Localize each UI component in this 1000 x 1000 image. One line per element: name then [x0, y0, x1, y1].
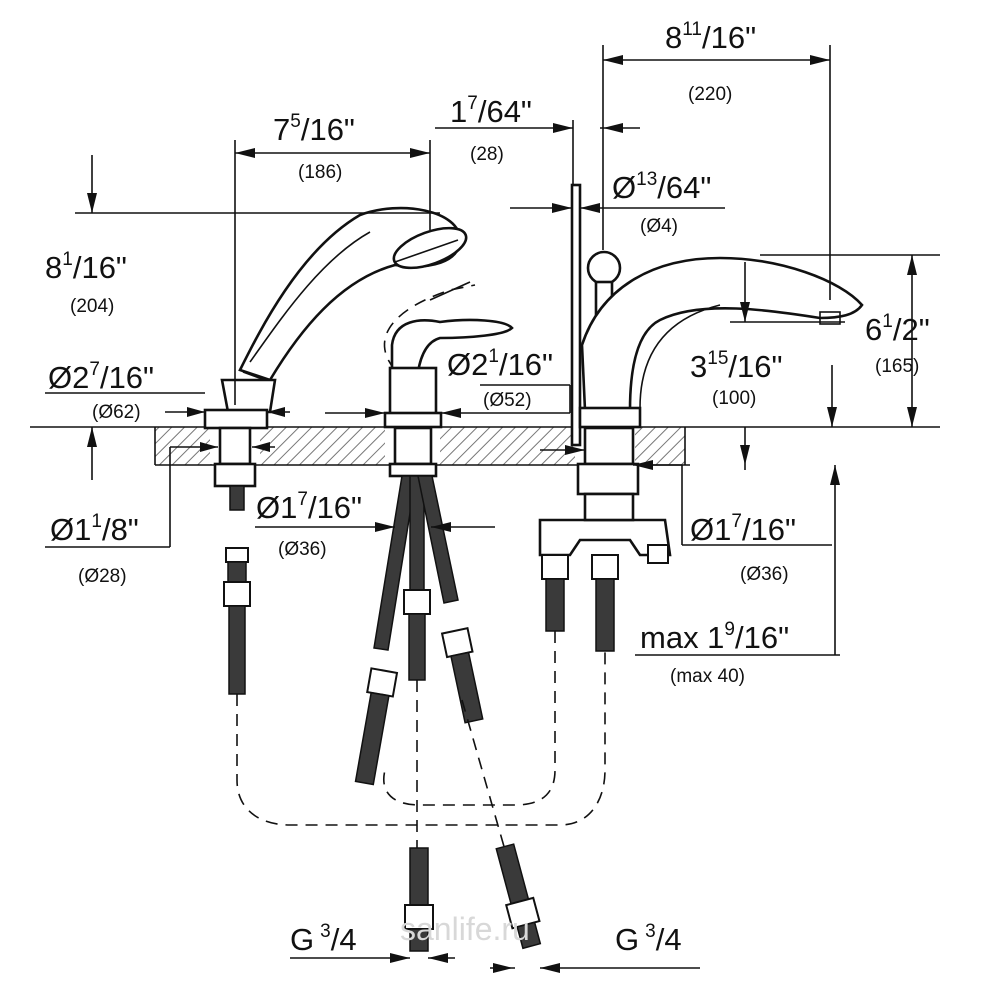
- svg-text:Ø21/16": Ø21/16": [447, 346, 553, 382]
- supply-hoses: [404, 843, 542, 952]
- svg-text:(165): (165): [875, 356, 919, 377]
- dim-deck-thickness: max 19/16" (max 40): [640, 619, 789, 687]
- dim-mixer-hole: Ø17/16" (Ø36): [256, 489, 362, 560]
- svg-text:max 19/16": max 19/16": [640, 619, 789, 655]
- svg-text:315/16": 315/16": [690, 348, 783, 384]
- dim-mixer-base: Ø21/16" (Ø52): [447, 346, 553, 411]
- mixer-assembly: [354, 281, 514, 786]
- spout-assembly: [538, 183, 864, 652]
- svg-text:(max 40): (max 40): [670, 666, 745, 687]
- svg-text:G3/4: G3/4: [615, 921, 682, 957]
- deck-section: [30, 426, 940, 466]
- dim-spout-height: 61/2" (165): [865, 311, 930, 377]
- dim-spout-hole: Ø17/16" (Ø36): [690, 511, 796, 585]
- svg-text:(220): (220): [688, 84, 732, 105]
- dim-handshower-hole: Ø11/8" (Ø28): [50, 511, 139, 587]
- svg-text:Ø27/16": Ø27/16": [48, 359, 154, 395]
- svg-text:Ø11/8": Ø11/8": [50, 511, 139, 547]
- hose-routes: [236, 631, 606, 851]
- svg-text:811/16": 811/16": [665, 19, 756, 55]
- dim-handshower-base: Ø27/16" (Ø62): [48, 359, 154, 423]
- svg-text:Ø17/16": Ø17/16": [256, 489, 362, 525]
- dim-spout-outlet: 315/16" (100): [690, 348, 783, 409]
- dim-mixer-offset: 17/64" (28): [450, 93, 532, 165]
- svg-text:(100): (100): [712, 388, 756, 409]
- svg-text:(204): (204): [70, 296, 114, 317]
- svg-text:G3/4: G3/4: [290, 921, 357, 957]
- dim-rod-diameter: Ø13/64" (Ø4): [612, 169, 711, 237]
- svg-text:17/64": 17/64": [450, 93, 532, 129]
- svg-text:(Ø52): (Ø52): [483, 390, 532, 411]
- svg-text:(Ø62): (Ø62): [92, 402, 141, 423]
- dim-spout-reach: 811/16" (220): [665, 19, 756, 105]
- svg-text:81/16": 81/16": [45, 249, 127, 285]
- svg-text:(Ø36): (Ø36): [740, 564, 789, 585]
- svg-text:(28): (28): [470, 144, 504, 165]
- svg-text:(186): (186): [298, 162, 342, 183]
- dimension-lines: [45, 45, 940, 973]
- watermark: sanlife.ru: [400, 911, 530, 947]
- svg-text:61/2": 61/2": [865, 311, 930, 347]
- svg-text:Ø17/16": Ø17/16": [690, 511, 796, 547]
- svg-text:(Ø36): (Ø36): [278, 539, 327, 560]
- svg-text:(Ø28): (Ø28): [78, 566, 127, 587]
- svg-text:(Ø4): (Ø4): [640, 216, 678, 237]
- svg-text:75/16": 75/16": [273, 111, 355, 147]
- svg-text:Ø13/64": Ø13/64": [612, 169, 711, 205]
- dim-handshower-height: 81/16" (204): [45, 249, 127, 317]
- dim-handshower-width: 75/16" (186): [273, 111, 355, 183]
